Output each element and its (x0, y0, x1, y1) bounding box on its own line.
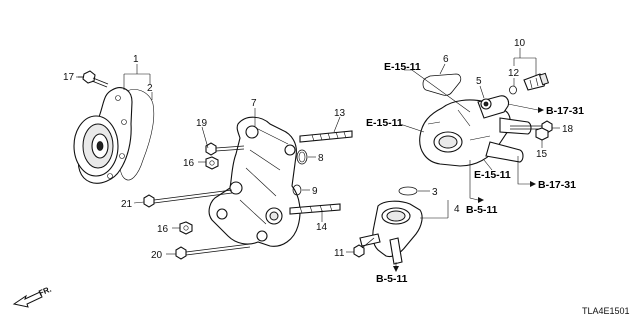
ref-b-17-31-lower: B-17-31 (538, 179, 576, 191)
ref-b-17-31-upper: B-17-31 (546, 105, 584, 117)
bolt-21 (143, 189, 233, 208)
callout-18: 18 (562, 124, 574, 135)
callout-12: 12 (508, 68, 520, 79)
diagram-code: TLA4E1501 (582, 306, 630, 316)
callout-9: 9 (312, 186, 318, 197)
temperature-sensor-10 (523, 72, 550, 91)
o-ring-9 (292, 184, 302, 196)
callout-4: 4 (454, 204, 460, 215)
callout-10: 10 (514, 38, 526, 49)
water-outlet-housing (419, 95, 532, 167)
callout-20: 20 (151, 250, 163, 261)
ref-b-5-11-bottom: B-5-11 (376, 273, 408, 285)
leader-lines (76, 48, 560, 268)
front-direction-arrow: FR. (12, 285, 53, 308)
ref-b-5-11-right: B-5-11 (466, 204, 498, 216)
stud-13 (299, 130, 353, 143)
thermostat-cover-4 (359, 200, 423, 265)
callout-21: 21 (121, 199, 133, 210)
callout-5: 5 (476, 76, 482, 87)
pump-bracket (208, 116, 301, 247)
callout-14: 14 (316, 222, 328, 233)
callout-1: 1 (133, 54, 139, 65)
callout-16-upper: 16 (183, 158, 195, 169)
o-ring-12 (509, 85, 517, 95)
callout-2: 2 (147, 83, 153, 94)
o-ring-8 (296, 149, 308, 165)
front-label: FR. (37, 285, 52, 298)
bolt-11 (353, 237, 375, 258)
bolt-19 (205, 142, 245, 156)
nut-16-lower (179, 221, 193, 235)
callout-11: 11 (334, 248, 345, 259)
callout-8: 8 (318, 153, 324, 164)
ref-e-15-11-top: E-15-11 (384, 61, 421, 73)
callout-3: 3 (432, 187, 438, 198)
bolt-20 (175, 243, 251, 260)
nut-16-upper (205, 156, 219, 170)
callout-6: 6 (443, 54, 449, 65)
callout-15: 15 (536, 149, 548, 160)
ref-e-15-11-right: E-15-11 (474, 169, 511, 181)
callout-19: 19 (196, 118, 208, 129)
ref-e-15-11-left: E-15-11 (366, 117, 403, 129)
gasket-6 (422, 73, 462, 96)
bolt-17 (78, 70, 109, 88)
water-pump-assembly (73, 87, 155, 184)
stud-14 (289, 203, 341, 215)
o-ring-3 (398, 186, 418, 196)
callout-7: 7 (251, 98, 257, 109)
callout-17: 17 (63, 72, 75, 83)
callout-16-lower: 16 (157, 224, 169, 235)
reference-arrows (393, 107, 544, 272)
callout-13: 13 (334, 108, 346, 119)
bolt-15 (535, 127, 549, 141)
